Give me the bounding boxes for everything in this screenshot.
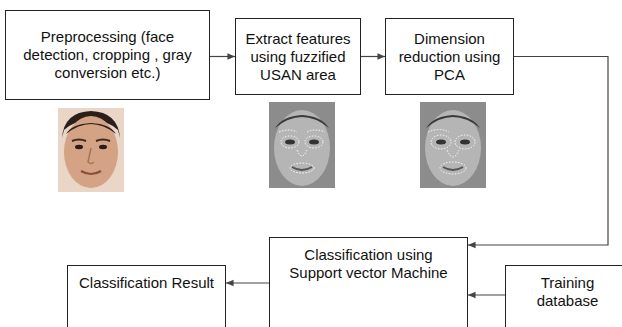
process-box: Preprocessing (face detection, cropping …	[5, 10, 210, 100]
box-label: Dimension reduction using PCA	[392, 30, 507, 84]
flow-arrow	[468, 294, 505, 295]
box-label: Preprocessing (face detection, cropping …	[12, 28, 203, 82]
face-features	[420, 102, 486, 188]
flow-arrow	[210, 56, 235, 57]
process-box: Extract features using fuzzified USAN ar…	[235, 18, 361, 95]
flow-arrow	[361, 56, 385, 57]
process-box: Training database	[505, 265, 622, 327]
box-label: Training database	[512, 274, 622, 310]
process-box: Dimension reduction using PCA	[385, 18, 514, 95]
face-features	[269, 102, 335, 188]
face-photo	[58, 108, 124, 192]
process-box: Classification Result	[67, 265, 226, 327]
process-box: Classification using Support vector Mach…	[269, 237, 468, 327]
flow-arrow	[226, 282, 269, 283]
box-label: Extract features using fuzzified USAN ar…	[242, 30, 354, 84]
box-label: Classification Result	[79, 274, 214, 292]
box-label: Classification using Support vector Mach…	[276, 246, 461, 282]
